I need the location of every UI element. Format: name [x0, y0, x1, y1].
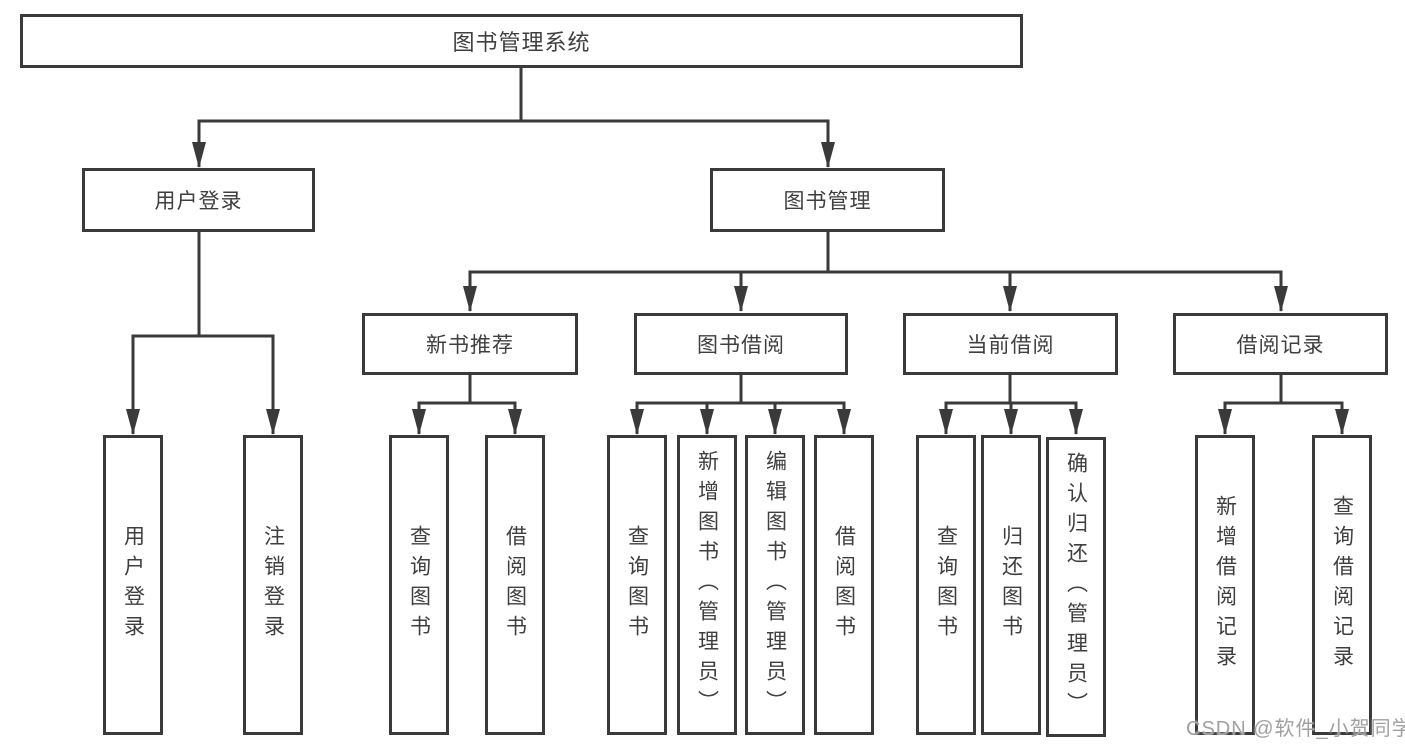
node-user-login: 用户登录: [82, 168, 315, 232]
leaf-br-add-record: 新增借阅记录: [1195, 435, 1255, 735]
leaf-nb-query-book-label: 查询图书: [407, 525, 431, 645]
node-user-login-label: 用户登录: [154, 190, 243, 213]
leaf-nb-borrow-book: 借阅图书: [485, 435, 545, 735]
leaf-cb-query-book-label: 查询图书: [934, 525, 958, 645]
leaf-bb-borrow-book-label: 借阅图书: [832, 525, 856, 645]
leaf-bb-add-book-admin: 新增图书（管理员）: [677, 435, 737, 735]
node-current-borrow: 当前借阅: [903, 313, 1118, 375]
leaf-cb-return-book-label: 归还图书: [999, 525, 1023, 645]
leaf-bb-edit-book-admin-label: 编辑图书（管理员）: [763, 450, 787, 720]
node-book-borrow: 图书借阅: [634, 313, 848, 375]
leaf-user-login: 用户登录: [103, 435, 163, 735]
node-book-borrow-label: 图书借阅: [697, 334, 785, 357]
node-new-book-recommend-label: 新书推荐: [426, 334, 514, 357]
node-borrow-record-label: 借阅记录: [1236, 334, 1325, 357]
node-root-label: 图书管理系统: [452, 30, 591, 55]
node-book-management: 图书管理: [710, 168, 945, 232]
leaf-cb-return-book: 归还图书: [981, 435, 1041, 735]
node-borrow-record: 借阅记录: [1173, 313, 1388, 375]
leaf-logout: 注销登录: [243, 435, 303, 735]
leaf-cb-query-book: 查询图书: [916, 435, 976, 735]
csdn-watermark: CSDN @软件_小贺同学: [1186, 718, 1405, 740]
node-root: 图书管理系统: [20, 14, 1023, 68]
leaf-bb-query-book-label: 查询图书: [625, 525, 649, 645]
node-book-management-label: 图书管理: [783, 190, 872, 213]
leaf-bb-add-book-admin-label: 新增图书（管理员）: [695, 450, 719, 720]
leaf-nb-borrow-book-label: 借阅图书: [503, 525, 527, 645]
leaf-bb-borrow-book: 借阅图书: [814, 435, 874, 735]
leaf-bb-query-book: 查询图书: [607, 435, 667, 735]
leaf-cb-confirm-return-admin-label: 确认归还（管理员）: [1064, 452, 1088, 722]
leaf-br-add-record-label: 新增借阅记录: [1213, 495, 1237, 675]
leaf-bb-edit-book-admin: 编辑图书（管理员）: [745, 435, 805, 735]
leaf-nb-query-book: 查询图书: [389, 435, 449, 735]
leaf-logout-label: 注销登录: [261, 525, 285, 645]
leaf-user-login-label: 用户登录: [121, 525, 145, 645]
leaf-br-query-record-label: 查询借阅记录: [1330, 495, 1354, 675]
leaf-br-query-record: 查询借阅记录: [1312, 435, 1372, 735]
leaf-cb-confirm-return-admin: 确认归还（管理员）: [1046, 437, 1106, 737]
node-current-borrow-label: 当前借阅: [966, 334, 1055, 357]
node-new-book-recommend: 新书推荐: [362, 313, 578, 375]
